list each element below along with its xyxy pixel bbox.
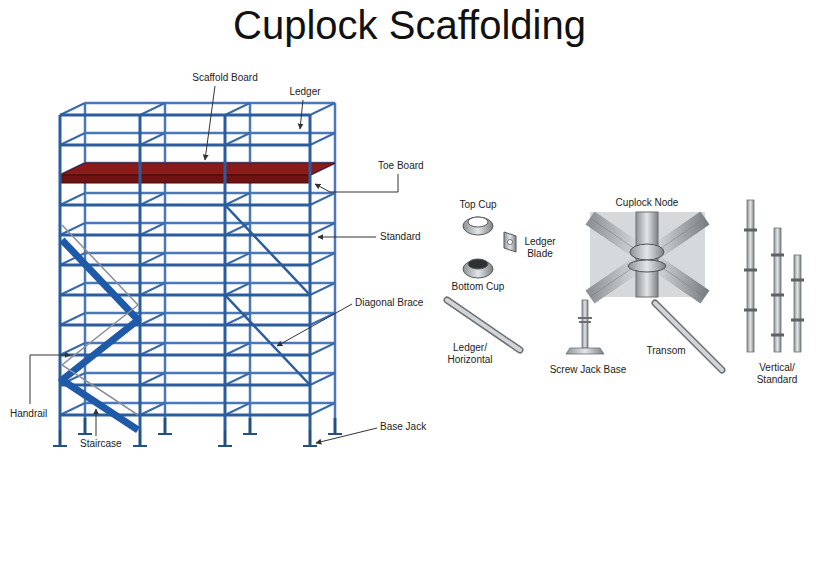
ledger-blade (504, 232, 516, 252)
part-label: Top Cup (448, 199, 508, 211)
part-label: Standard (380, 231, 460, 243)
part-label: Diagonal Brace (355, 297, 455, 309)
part-label: Toe Board (378, 160, 458, 172)
part-label: Screw Jack Base (538, 364, 638, 376)
leader-lines (30, 86, 398, 443)
part-label: Scaffold Board (180, 72, 270, 84)
part-label: Ledger (280, 86, 330, 98)
part-label: Vertical/ Standard (749, 362, 805, 386)
part-label: Base Jack (380, 421, 460, 433)
part-label: Cuplock Node (602, 197, 692, 209)
cuplock-node (590, 212, 705, 297)
part-label: Staircase (80, 438, 150, 450)
diagonal-brace (225, 205, 310, 385)
toe-board (60, 175, 310, 183)
part-label: Bottom Cup (443, 281, 513, 293)
front-frame (60, 115, 310, 430)
part-label: Transom (636, 345, 696, 357)
transom-tube (655, 303, 722, 370)
screw-jack (566, 300, 604, 354)
bottom-cup (463, 259, 493, 278)
vertical-standards (744, 200, 804, 352)
diagram-title: Cuplock Scaffolding (0, 2, 819, 48)
part-label: Handrail (10, 408, 70, 420)
scaffold-board (60, 163, 335, 175)
top-cup (463, 217, 493, 235)
transoms (60, 103, 335, 415)
part-label: Ledger Blade (520, 236, 560, 260)
handrail (62, 225, 138, 415)
part-label: Ledger/ Horizontal (442, 342, 498, 366)
back-frame (85, 103, 335, 418)
